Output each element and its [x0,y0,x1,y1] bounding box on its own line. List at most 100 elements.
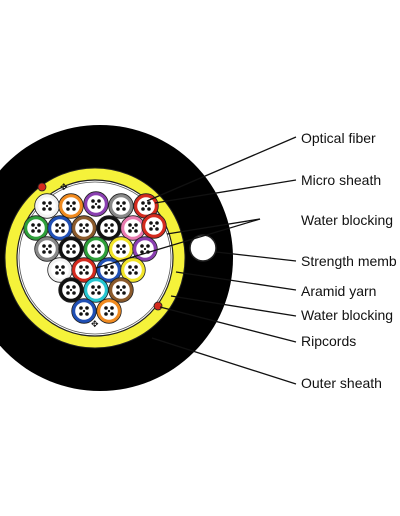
optical-fiber [69,247,73,251]
optical-fiber [45,204,49,208]
optical-fiber [79,265,83,269]
optical-fiber [85,265,89,269]
micro-sheath-edge [71,257,97,283]
optical-fiber [116,201,120,205]
optical-fiber [110,265,114,269]
optical-fiber [110,229,114,233]
optical-fiber [66,250,70,254]
optical-fiber [66,207,70,211]
leader-lines [95,136,297,385]
optical-fiber [91,291,95,295]
optical-fiber [146,244,150,248]
micro-unit [108,193,134,219]
optical-fiber [85,229,89,233]
label-optical-fiber: Optical fiber [301,130,376,146]
optical-fiber [72,250,76,254]
optical-fiber [149,227,153,231]
optical-fiber [55,271,59,275]
micro-unit [58,236,84,262]
optical-fiber [110,312,114,316]
optical-fiber [42,207,46,211]
optical-fiber [85,306,89,310]
micro-unit [96,215,122,241]
optical-fiber [141,201,145,205]
optical-fiber [66,201,70,205]
optical-fiber [42,244,46,248]
optical-fiber [82,226,86,230]
optical-fiber [140,250,144,254]
optical-fiber [37,223,41,227]
micro-unit [58,277,84,303]
optical-fiber [128,265,132,269]
optical-fiber [116,250,120,254]
micro-unit [34,236,60,262]
micro-sheath-edge [83,236,109,262]
micro-unit [71,298,97,324]
optical-fiber [107,268,111,272]
optical-fiber [82,309,86,313]
optical-fiber [134,265,138,269]
optical-fiber [104,223,108,227]
optical-fiber [122,291,126,295]
optical-fiber [97,291,101,295]
optical-fiber [66,291,70,295]
micro-unit [108,236,134,262]
micro-sheath-edge [141,213,167,239]
optical-fiber [116,291,120,295]
optical-fiber [55,265,59,269]
micro-unit [71,257,97,283]
optical-fiber [72,291,76,295]
optical-fiber [94,202,98,206]
micro-unit [96,298,122,324]
optical-fiber [97,199,101,203]
filler-mark: ✥ [91,320,99,330]
optical-fiber [97,285,101,289]
optical-fiber [79,312,83,316]
optical-fiber [147,207,151,211]
optical-fiber [34,226,38,230]
optical-fiber [122,201,126,205]
optical-fiber [131,268,135,272]
optical-fiber [119,288,123,292]
optical-fiber [122,207,126,211]
micro-unit [83,277,109,303]
optical-fiber [55,229,59,233]
micro-unit [83,191,109,217]
micro-unit [47,215,73,241]
optical-fiber [128,271,132,275]
optical-fiber [134,223,138,227]
micro-sheath-edge [132,236,158,262]
optical-fiber [143,247,147,251]
optical-fiber [94,247,98,251]
optical-fiber [79,229,83,233]
optical-fiber [107,226,111,230]
leader-water-blocking-2 [170,295,297,317]
optical-fiber [97,244,101,248]
optical-fiber [97,250,101,254]
optical-fiber [94,288,98,292]
optical-fiber [122,285,126,289]
optical-fiber [85,271,89,275]
optical-fiber [61,271,65,275]
optical-fiber [91,244,95,248]
micro-sheath-edge [108,277,134,303]
ripcord [37,182,47,192]
optical-fiber [61,265,65,269]
optical-fiber [104,312,108,316]
label-outer-sheath: Outer sheath [301,375,382,391]
optical-fiber [42,250,46,254]
leader-ripcords [159,306,297,343]
micro-sheath-edge [71,215,97,241]
label-strength-member: Strength memb [301,253,397,269]
optical-fiber [69,288,73,292]
water-blocking-tape-inner [18,181,172,335]
optical-fiber [85,223,89,227]
micro-unit [83,236,109,262]
optical-fiber [122,250,126,254]
filler-mark: ✥ [60,183,68,193]
micro-unit [132,236,158,262]
optical-fiber [42,201,46,205]
leader-micro-sheath [154,179,297,204]
leader-water-blocking-1b [95,218,261,269]
